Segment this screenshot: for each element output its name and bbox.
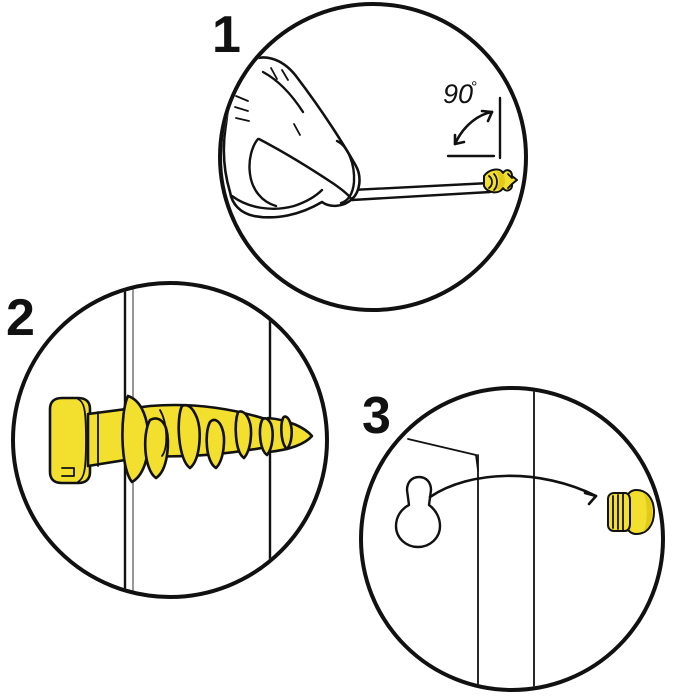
anchor-head-side-view	[607, 489, 655, 535]
anchor-thread-2	[177, 403, 201, 470]
mounting-bracket	[407, 438, 479, 471]
step-number-3: 3	[362, 387, 391, 445]
panel-1-group: 90 ° 1	[212, 2, 528, 312]
wall-panel-edges	[477, 390, 535, 688]
right-angle-annotation	[446, 96, 502, 160]
anchor-thread-1	[121, 394, 150, 484]
bracket-diagonal-edge	[407, 438, 477, 456]
panel-3-group: 3	[359, 386, 665, 692]
bracket-corner	[475, 454, 479, 471]
anchor-thread-3b	[258, 417, 274, 457]
angle-value-label: 90	[443, 79, 473, 109]
keyhole-slot	[394, 475, 442, 549]
panel-3-circle-frame	[359, 386, 665, 692]
anchor-head-flange	[48, 396, 92, 485]
alignment-arrow	[428, 474, 598, 506]
degree-symbol-label: °	[471, 79, 477, 96]
step-number-1: 1	[212, 6, 241, 64]
drywall-anchor-illustration	[48, 394, 314, 485]
angle-arrowhead-lower	[453, 133, 466, 146]
anchor-thread-2b	[205, 418, 226, 470]
anchor-thread-1b	[143, 417, 170, 480]
arrow-arc	[428, 474, 598, 499]
hand-holding-screwdriver	[222, 56, 361, 219]
step-number-2: 2	[6, 289, 35, 347]
screwdriver-shaft	[350, 181, 492, 202]
angle-arrowhead-upper	[480, 109, 494, 123]
anchor-thread-4	[280, 415, 293, 451]
arrow-head	[583, 491, 598, 506]
anchor-on-screwdriver-tip	[483, 168, 518, 194]
anchor-thread-3	[234, 410, 253, 460]
anchor-collar	[607, 492, 631, 532]
panel-2-group: 2	[6, 281, 329, 599]
